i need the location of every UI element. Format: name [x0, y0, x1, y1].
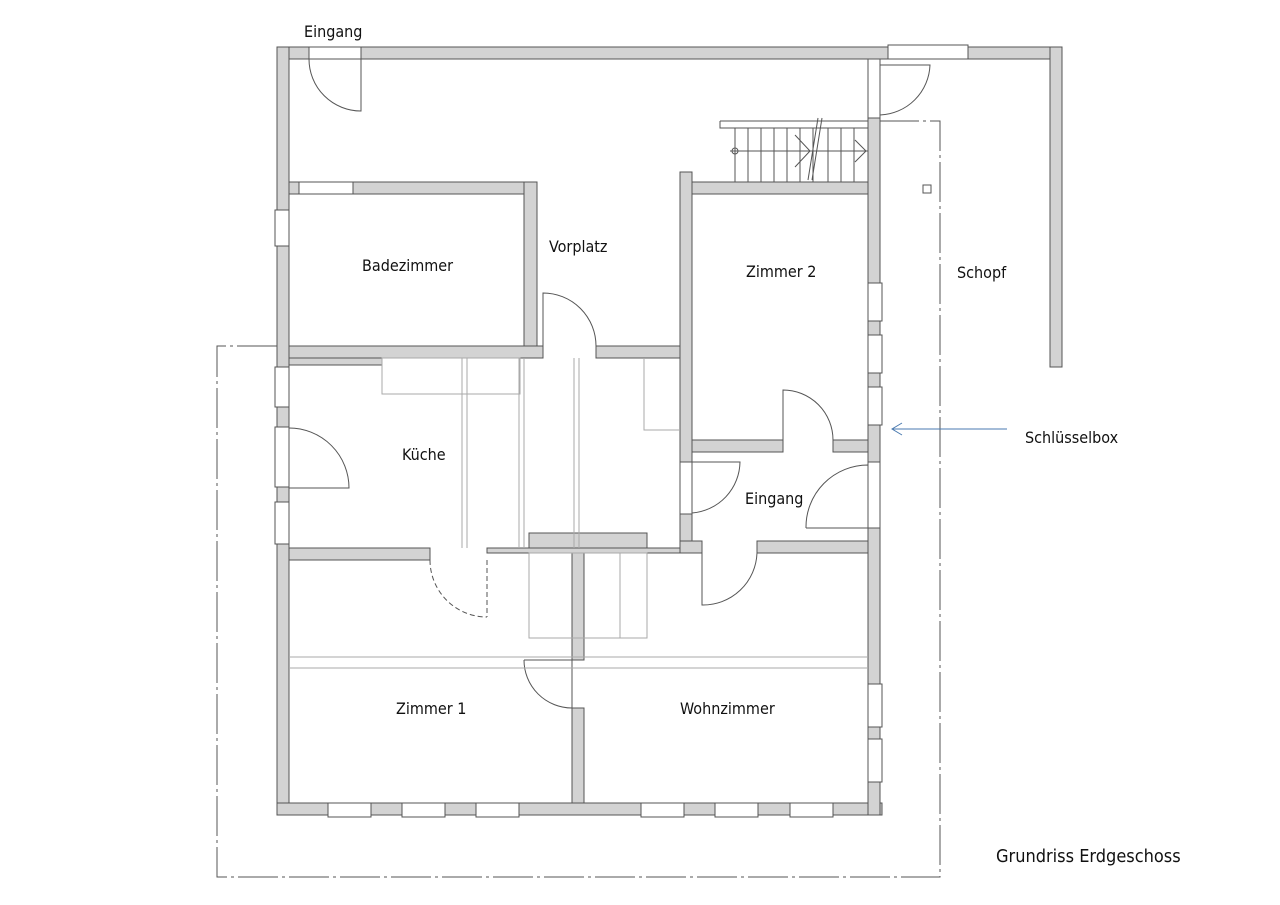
walls	[276, 46, 1063, 816]
label-zimmer1: Zimmer 1	[396, 699, 466, 718]
label-vorplatz: Vorplatz	[549, 237, 607, 256]
label-kueche: Küche	[402, 445, 446, 464]
property-line	[216, 120, 941, 878]
plan-title: Grundriss Erdgeschoss	[996, 846, 1181, 867]
label-eingang: Eingang	[745, 489, 803, 508]
staircase	[719, 117, 932, 194]
windows	[274, 44, 969, 818]
label-wohnzimmer: Wohnzimmer	[680, 699, 775, 718]
label-schopf: Schopf	[957, 263, 1007, 282]
schluesselbox-arrow	[891, 422, 1007, 436]
doors	[288, 58, 931, 709]
fixtures	[289, 357, 868, 669]
label-schluesselbox: Schlüsselbox	[1025, 428, 1119, 447]
label-eingang-top: Eingang	[304, 22, 362, 41]
label-zimmer2: Zimmer 2	[746, 262, 816, 281]
label-badezimmer: Badezimmer	[362, 256, 453, 275]
